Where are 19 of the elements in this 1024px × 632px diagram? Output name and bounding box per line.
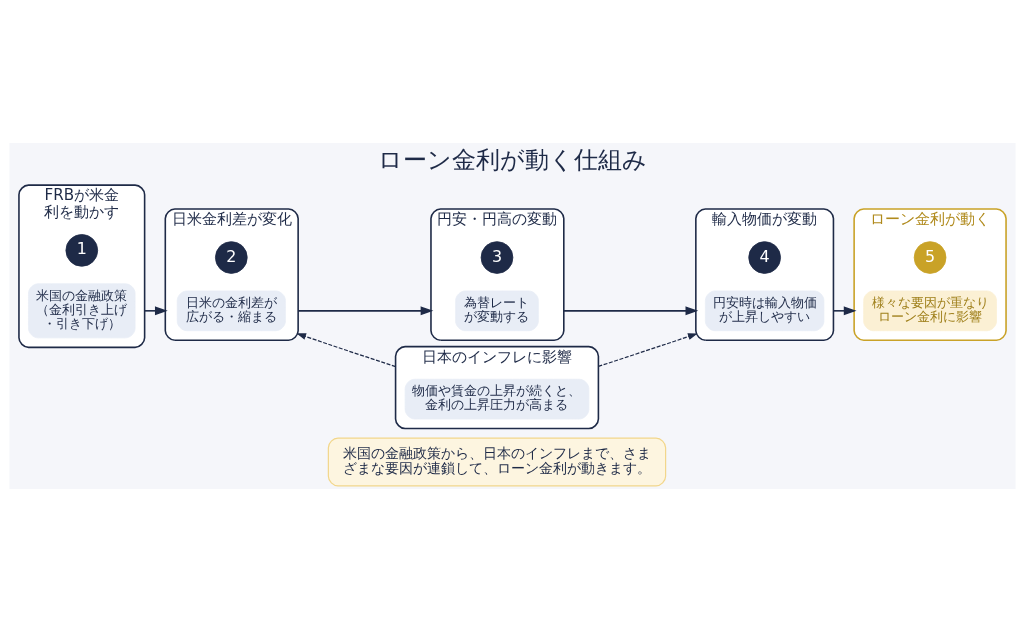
arrow [562,306,698,316]
node-circle: 4 [747,241,781,274]
node-box: 様々な要因が重なりローン金利に影響 [862,290,997,332]
arrow [295,333,396,368]
node-box: 為替レートが変動する [454,290,539,332]
node-circle: 3 [480,241,513,274]
arrow [143,306,168,316]
node-circle: 1 [64,234,98,267]
diagram-title: ローン金利が動く仕組み [377,146,647,175]
node-box: 日米の金利差が広がる・縮まる [176,290,286,332]
node-box: 米国の金融政策から、日本のインフレまで、さまざまな要因が連鎖して、ローン金利が動きます。 [327,437,666,487]
node-box: 物価や賃金の上昇が続くと、金利の上昇圧力が高まる [404,378,589,420]
node-box: 米国の金融政策（金利引き上げ・引き下げ） [27,283,135,339]
node-circle: 2 [214,241,248,274]
arrow [832,306,857,316]
node-box: 円安時は輸入物価が上昇しやすい [704,290,824,332]
arrow [296,306,433,316]
node-circle: 5 [913,241,946,274]
arrow [597,333,698,368]
